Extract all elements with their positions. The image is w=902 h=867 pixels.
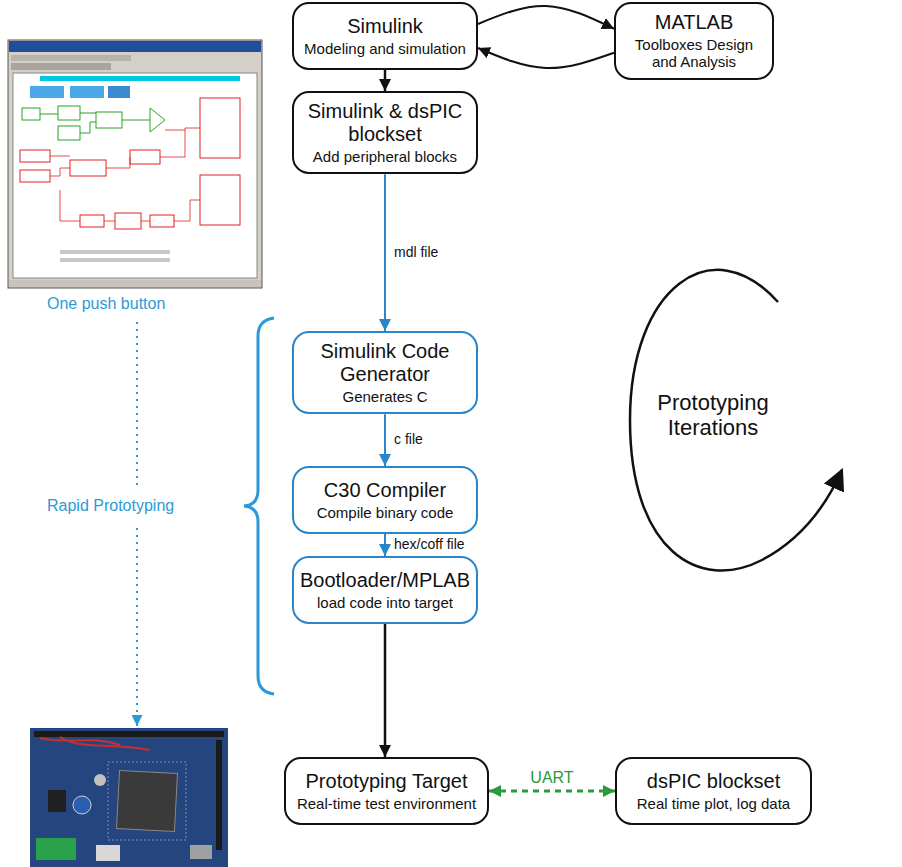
model-wires xyxy=(50,128,200,221)
dotted-leader xyxy=(136,322,138,488)
curly-bracket xyxy=(244,318,274,694)
process-box: C30 CompilerCompile binary code xyxy=(292,466,478,534)
box-subtitle: Add peripheral blocks xyxy=(313,148,457,165)
target-box: Prototyping TargetReal-time test environ… xyxy=(284,757,489,825)
pcb xyxy=(30,728,228,867)
flow-arrow xyxy=(384,624,387,757)
model-note xyxy=(60,258,170,262)
pin-header xyxy=(34,731,224,737)
process-box: Simulink & dsPIC blocksetAdd peripheral … xyxy=(292,91,478,174)
model-canvas xyxy=(13,73,257,278)
box-subtitle: Modeling and simulation xyxy=(304,40,466,57)
model-block xyxy=(22,108,40,120)
box-title: Bootloader/MPLAB xyxy=(300,569,470,592)
model-block xyxy=(115,213,141,229)
board-illustration xyxy=(30,728,228,867)
box-title: dsPIC blockset xyxy=(647,770,780,793)
pin-header xyxy=(216,740,222,850)
model-block xyxy=(58,106,80,120)
regulator xyxy=(48,790,66,812)
model-block xyxy=(30,86,64,98)
flow-arrow xyxy=(478,6,614,29)
box-subtitle: Compile binary code xyxy=(317,504,454,521)
box-subtitle: Toolboxes Design and Analysis xyxy=(622,36,766,71)
box-title: MATLAB xyxy=(655,11,734,34)
monitor-box: dsPIC blocksetReal time plot, log data xyxy=(615,757,812,825)
tool-box: MATLABToolboxes Design and Analysis xyxy=(614,2,774,80)
flow-arrow xyxy=(478,48,614,68)
capacitor xyxy=(94,774,106,786)
connector-label: mdl file xyxy=(392,245,440,260)
model-block xyxy=(70,86,104,98)
box-subtitle: Real time plot, log data xyxy=(637,795,790,812)
loop-label: Prototyping Iterations xyxy=(640,390,786,441)
iteration-loop-arrow xyxy=(630,270,842,571)
dotted-leader xyxy=(136,528,138,726)
model-block xyxy=(58,126,80,140)
window-toolbar xyxy=(11,63,111,70)
connector-label: c file xyxy=(392,432,425,447)
box-title: Prototyping Target xyxy=(306,770,468,793)
connector xyxy=(96,845,120,861)
box-title: Simulink & dsPIC blockset xyxy=(300,100,470,146)
chip-pads xyxy=(108,762,186,840)
window-menubar xyxy=(11,55,131,61)
connector xyxy=(190,845,212,859)
serial-link xyxy=(489,790,615,793)
flow-arrow xyxy=(384,534,386,556)
model-block xyxy=(80,215,104,227)
connector-label: hex/coff file xyxy=(392,537,467,552)
box-subtitle: Generates C xyxy=(342,388,427,405)
model-wires xyxy=(40,108,165,133)
model-block xyxy=(20,170,50,182)
terminal-block xyxy=(36,838,76,860)
annotation: Rapid Prototyping xyxy=(47,497,227,515)
capacitor xyxy=(73,796,91,814)
flow-arrow xyxy=(384,174,386,331)
flow-arrow xyxy=(384,414,386,466)
window-frame xyxy=(8,40,262,288)
wires xyxy=(40,737,150,750)
model-block xyxy=(70,160,106,176)
model-header xyxy=(40,76,240,81)
screenshot-illustration xyxy=(8,40,262,288)
model-block xyxy=(96,112,122,128)
model-block xyxy=(200,98,240,158)
model-block xyxy=(150,215,174,227)
process-box: Simulink Code GeneratorGenerates C xyxy=(292,331,478,414)
model-block xyxy=(108,86,130,98)
box-title: C30 Compiler xyxy=(324,479,446,502)
model-note xyxy=(60,250,170,254)
box-title: Simulink xyxy=(347,15,423,38)
flow-arrow xyxy=(384,70,387,91)
process-box: SimulinkModeling and simulation xyxy=(292,2,478,70)
window-titlebar xyxy=(9,41,261,52)
process-box: Bootloader/MPLAB load code into target xyxy=(292,556,478,624)
model-block xyxy=(200,175,240,225)
annotation: One push button xyxy=(47,295,222,313)
model-block xyxy=(130,150,160,164)
connector-label: UART xyxy=(528,769,575,787)
dsp-chip xyxy=(117,771,178,832)
box-title: Simulink Code Generator xyxy=(300,340,470,386)
box-subtitle: Real-time test environment xyxy=(297,795,476,812)
box-subtitle: load code into target xyxy=(317,594,453,611)
model-block xyxy=(20,150,50,162)
window-statusbar xyxy=(9,280,261,287)
